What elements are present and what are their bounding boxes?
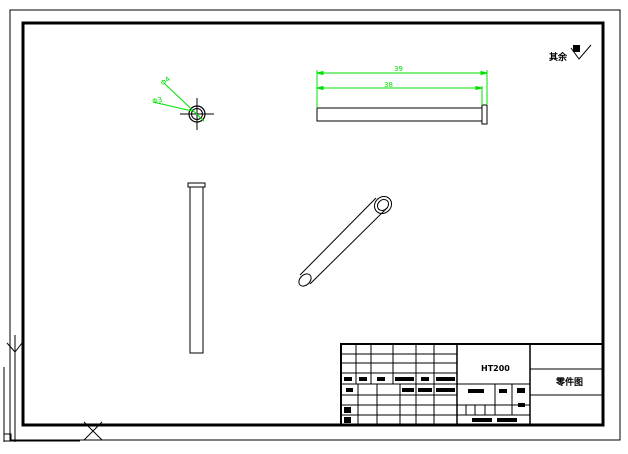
diameter-dimensions (152, 83, 205, 122)
vertical-view-pin (187, 182, 206, 354)
overall-length-label: 39 (394, 65, 403, 73)
drawing-border (21, 21, 605, 427)
outer-frame (9, 9, 621, 441)
shaft-length-label: 38 (384, 81, 393, 89)
front-view-pin (316, 104, 488, 125)
drawing-title: 零件图 (555, 376, 583, 388)
surface-roughness-symbol: 其余 (549, 44, 592, 63)
isometric-pin (298, 195, 393, 287)
ucs-icon (3, 335, 103, 442)
title-block (340, 343, 604, 426)
material-label: HT200 (481, 364, 510, 373)
roughness-note: 其余 (549, 51, 568, 63)
length-dimensions (316, 70, 488, 108)
diameter-outer-label: Φ4 (159, 75, 172, 88)
title-block-labels (344, 377, 525, 423)
diameter-inner-label: Φ3 (151, 96, 163, 106)
roughness-value-block (573, 45, 580, 52)
